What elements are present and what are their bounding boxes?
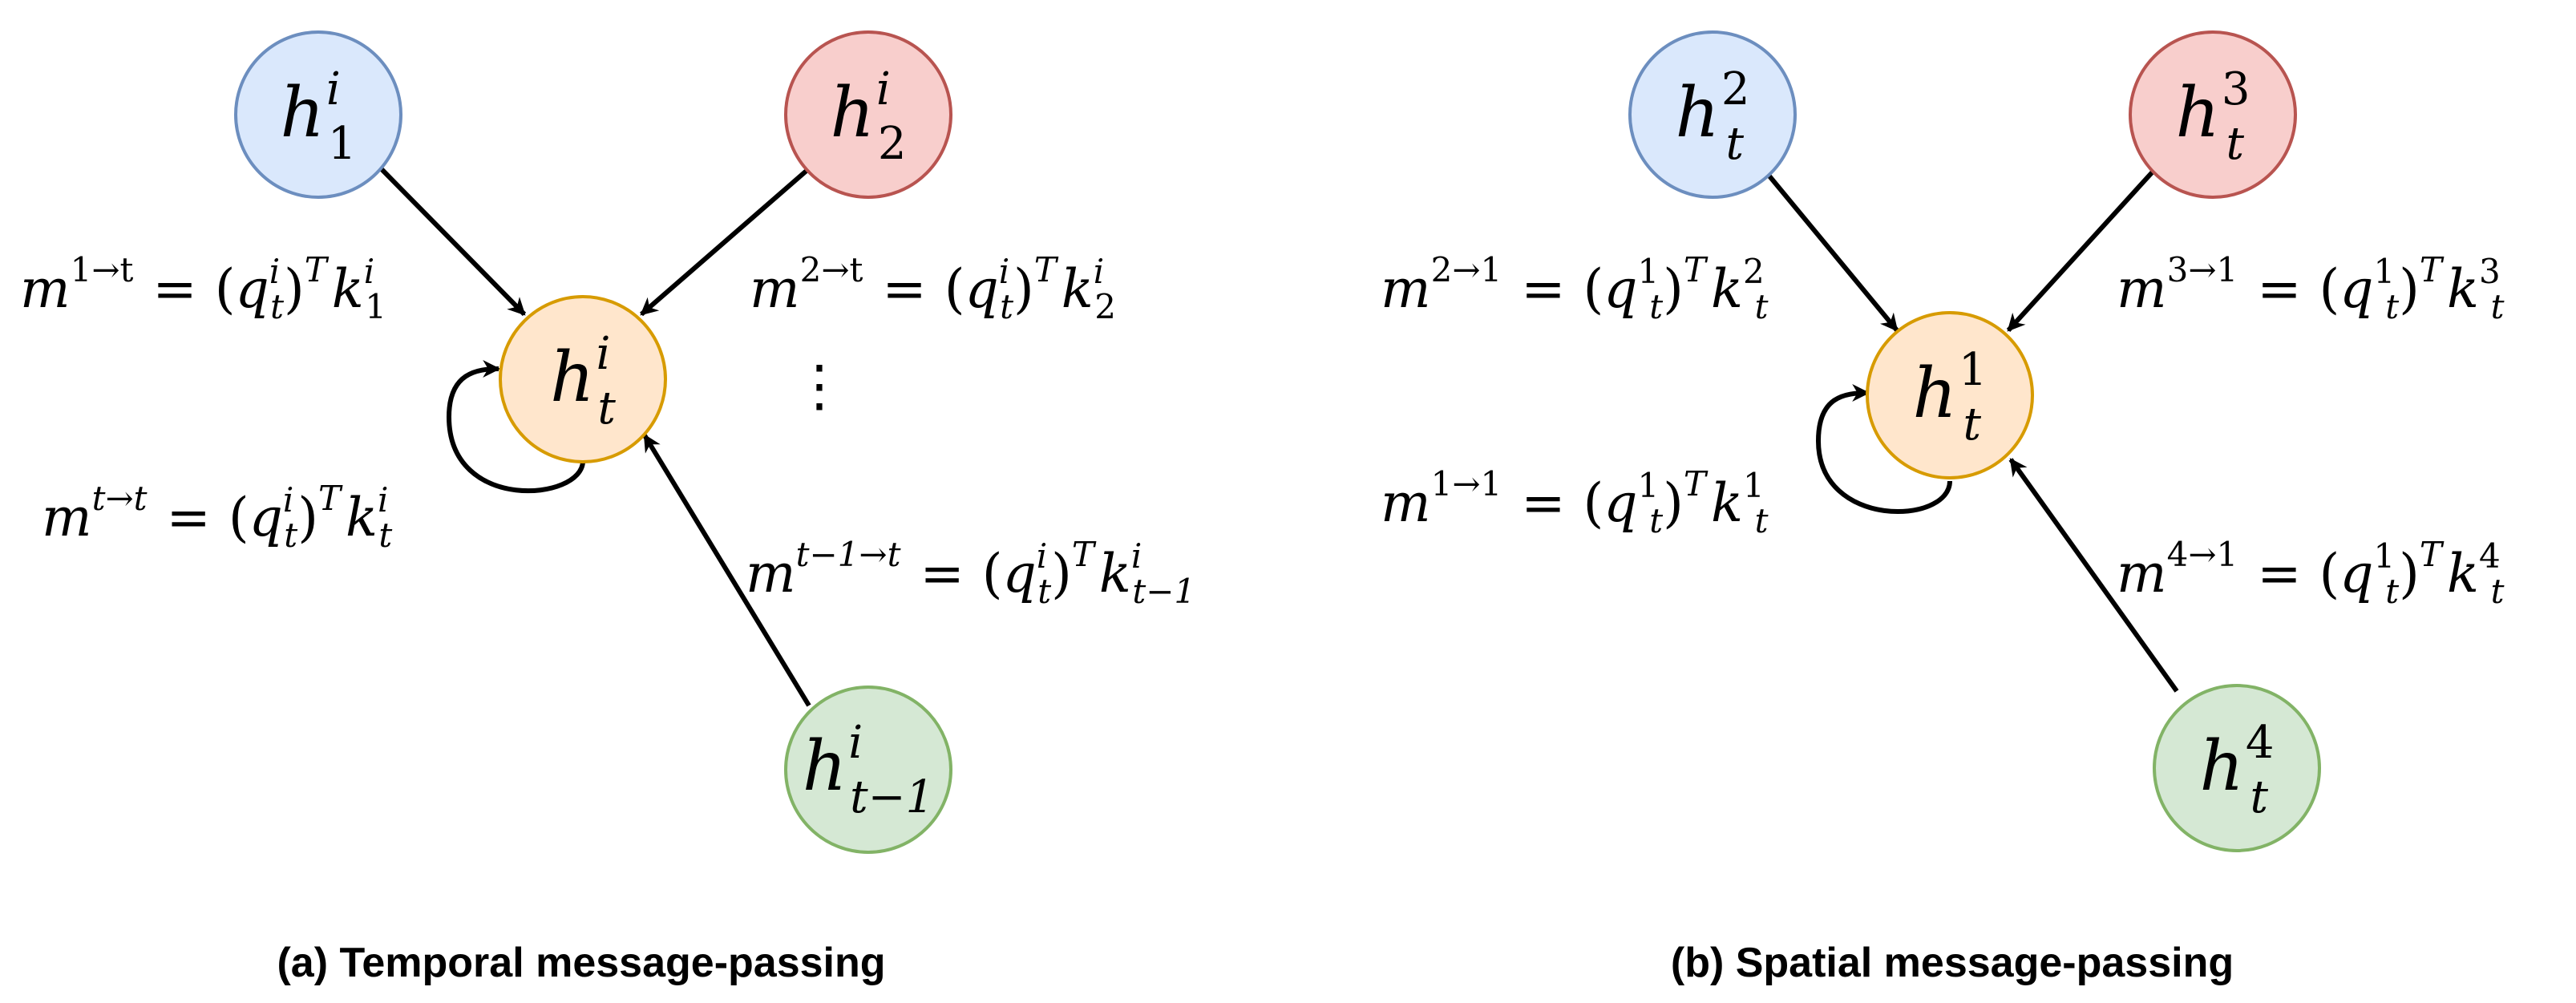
svg-text:h3t: h3t [2175, 63, 2250, 170]
edge-neighbor2-to-center [1761, 167, 1899, 332]
edge-neighbor2-to-center [640, 168, 809, 317]
svg-text:h1t: h1t [1912, 344, 1987, 451]
edge-previous-to-center [642, 434, 811, 707]
caption-spatial: (b) Spatial message-passing [1671, 940, 2234, 986]
svg-text:hit: hit [550, 328, 616, 435]
svg-text:h4t: h4t [2199, 717, 2274, 823]
svg-text:hi1: hi1 [281, 63, 357, 170]
ellipsis: ⋮ [791, 353, 847, 419]
self-loop-edge [446, 360, 585, 494]
svg-text:hi2: hi2 [831, 63, 907, 170]
edge-neighbor4-to-center [2008, 458, 2179, 693]
caption-temporal: (a) Temporal message-passing [277, 940, 885, 986]
svg-text:h2t: h2t [1675, 63, 1749, 170]
edge-neighbor1-to-center [376, 164, 527, 317]
edge-neighbor3-to-center [2006, 168, 2157, 333]
svg-text:hit−1: hit−1 [803, 717, 934, 823]
self-loop-edge [1815, 384, 1952, 515]
